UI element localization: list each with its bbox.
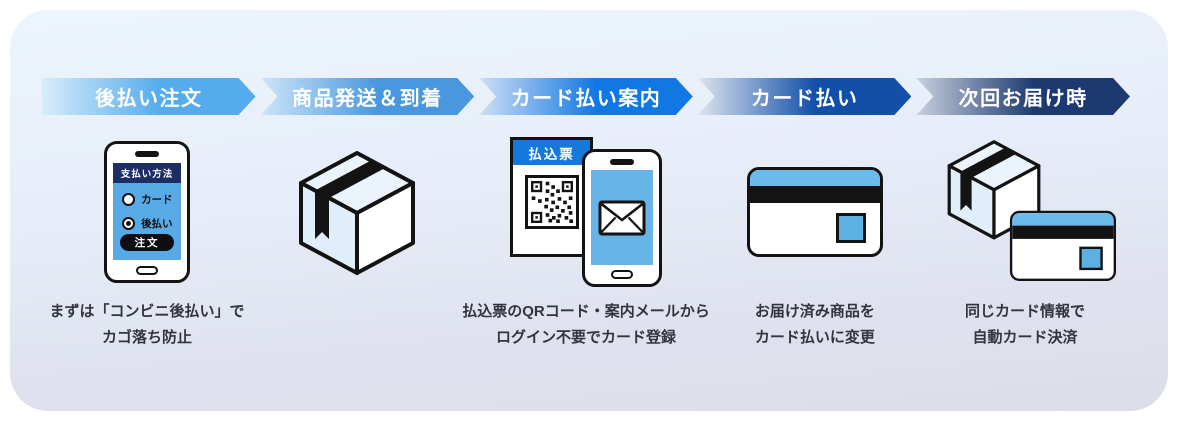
radio-dot [126,221,132,226]
phone-home-button-icon [611,270,633,279]
package-box-icon [947,140,1041,240]
mail-phone-icon [582,149,662,287]
step-caption-3: 払込票のQRコード・案内メールから ログイン不要でカード登録 [462,299,710,352]
phone-speaker-icon [610,159,634,165]
card-signature-panel [835,213,866,243]
card-signature-panel [1079,246,1103,271]
caption-line: カゴ落ち防止 [102,329,193,347]
flow-step-label: 次回お届け時 [958,88,1088,110]
step-caption-5: 同じカード情報で 自動カード決済 [920,299,1130,352]
step-column-5: 同じカード情報で 自動カード決済 [920,133,1130,352]
radio-option-deferred: 後払い [122,216,181,231]
step-column-1: 支払い方法 カード 後払い 注文 まずは「コンビニ [42,133,252,352]
order-button: 注文 [120,234,175,251]
credit-card-icon [1009,210,1116,281]
box-card-combo [934,137,1116,287]
radio-selected-icon [122,217,136,230]
card-top-band [1012,213,1114,226]
step-columns: 支払い方法 カード 後払い 注文 まずは「コンビニ [42,133,1130,352]
caption-line: お届け済み商品を [754,303,875,320]
caption-line: 払込票のQRコード・案内メールから [462,303,710,320]
package-box-illustration [287,133,427,291]
smartphone-icon: 支払い方法 カード 後払い 注文 [104,141,191,283]
package-box-icon [299,151,416,275]
step-column-2 [252,133,462,352]
step-caption-1: まずは「コンビニ後払い」で カゴ落ち防止 [42,299,252,352]
caption-line: ログイン不要でカード登録 [496,329,677,347]
qr-code-icon [524,175,579,229]
payment-method-header: 支払い方法 [113,163,182,183]
caption-line: カード払いに変更 [754,329,875,347]
step-column-4: お届け済み商品を カード払いに変更 [710,133,920,352]
step-column-3: 払込票 [462,133,710,352]
flow-step-shipping-arrival: 商品発送＆到着 [261,78,475,115]
credit-card-illustration [746,133,883,291]
phone-home-button-icon [136,266,159,275]
caption-line: 同じカード情報で [964,303,1085,320]
flow-step-label: カード払い [750,88,859,110]
box-and-card-illustration [934,133,1116,291]
flow-step-label: 後払い注文 [95,88,203,110]
envelope-icon [598,200,646,235]
caption-line: 自動カード決済 [972,329,1078,347]
step-caption-4: お届け済み商品を カード払いに変更 [710,299,920,352]
smartphone-order-illustration: 支払い方法 カード 後払い 注文 [104,133,191,291]
caption-line: まずは「コンビニ後払い」で [49,303,245,320]
slip-and-phone: 払込票 [510,133,662,291]
card-magnetic-stripe [749,186,880,203]
payment-slip-illustration: 払込票 [510,133,662,291]
payment-slip-header: 払込票 [513,140,590,165]
flow-step-deferred-order: 後払い注文 [42,78,256,115]
radio-unselected-icon [122,193,136,206]
radio-option-card-label: カード [141,194,173,206]
card-magnetic-stripe [1012,225,1114,239]
radio-option-deferred-label: 後払い [141,218,173,230]
flow-step-card-payment: カード払い [698,78,912,115]
credit-card-icon [746,167,883,257]
flow-step-card-payment-guide: カード払い案内 [479,78,693,115]
phone-screen: 支払い方法 カード 後払い 注文 [113,163,182,260]
phone-screen [591,170,653,265]
phone-speaker-icon [135,151,160,157]
flow-step-next-delivery: 次回お届け時 [916,78,1130,115]
radio-option-card: カード [122,192,181,207]
flow-step-label: 商品発送＆到着 [292,88,443,110]
flow-step-label: カード払い案内 [510,88,662,110]
process-flow-band: 後払い注文 商品発送＆到着 カード払い案内 カード払い 次回お届け時 [42,78,1130,115]
card-top-band [749,170,880,186]
qr-pattern [530,181,573,223]
payment-slip-icon: 払込票 [510,137,593,257]
